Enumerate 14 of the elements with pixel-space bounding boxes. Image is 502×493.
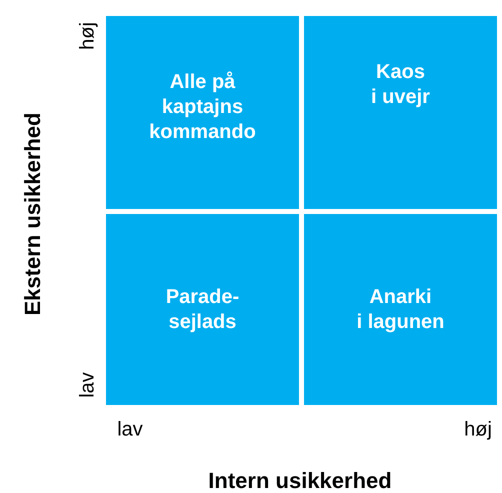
quadrant-box: [304, 16, 497, 209]
axis-tick-label: høj: [464, 418, 492, 442]
axis-title: Ekstern usikkerhed: [20, 112, 46, 316]
quadrant-label: Anarki i lagunen: [356, 284, 444, 334]
quadrant-box: [304, 214, 497, 405]
quadrant-label: Kaos i uvejr: [371, 60, 430, 110]
axis-tick-label: lav: [117, 418, 143, 442]
quadrant-box: [106, 16, 299, 209]
axis-title: Intern usikkerhed: [208, 468, 392, 493]
quadrant-label: Alle på kaptajns kommando: [149, 70, 256, 145]
quadrant-label: Parade- sejlads: [166, 284, 240, 334]
axis-tick-label: lav: [76, 372, 100, 398]
axis-tick-label: høj: [76, 22, 100, 50]
quadrant-box: [106, 214, 299, 405]
